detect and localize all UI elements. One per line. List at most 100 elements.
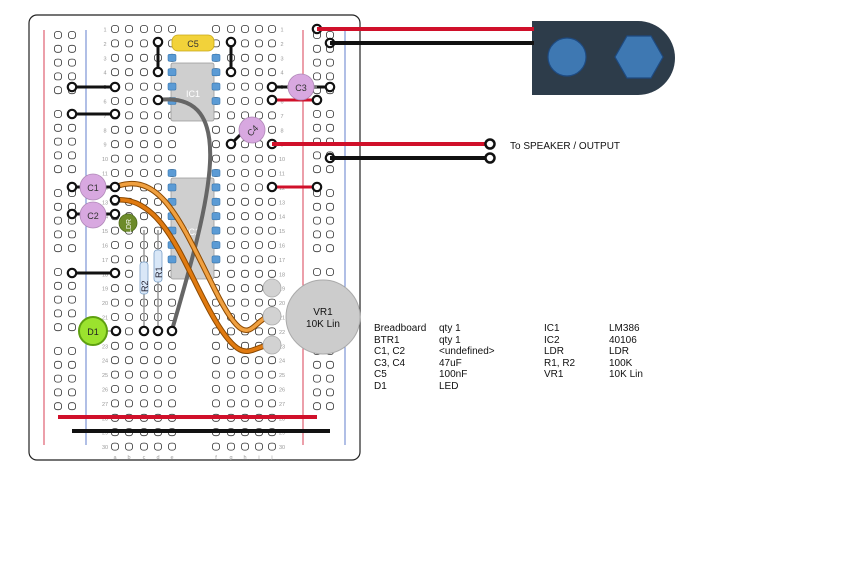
breadboard-hole xyxy=(140,140,148,149)
c1-label: C1 xyxy=(87,183,99,193)
rail-hole xyxy=(326,189,334,197)
pin-ring xyxy=(109,181,121,193)
breadboard-hole xyxy=(255,255,263,264)
breadboard-hole xyxy=(140,125,148,134)
breadboard-hole xyxy=(111,53,119,62)
bom-cell: C3, C4 xyxy=(374,357,406,369)
breadboard-hole xyxy=(125,370,133,379)
vr1-body xyxy=(285,279,361,355)
breadboard-hole xyxy=(125,68,133,77)
row-number: 4 xyxy=(103,71,106,77)
rail-hole xyxy=(54,323,62,332)
breadboard-hole xyxy=(227,284,235,293)
output-lead-end xyxy=(484,152,496,164)
breadboard-hole xyxy=(125,341,133,350)
breadboard-hole xyxy=(168,25,176,33)
rail-hole xyxy=(54,216,62,225)
breadboard-hole xyxy=(140,385,148,393)
breadboard-hole xyxy=(241,385,249,393)
row-number: 28 xyxy=(102,416,108,422)
rail-hole xyxy=(68,165,76,174)
pin-ring xyxy=(109,267,121,279)
breadboard-hole xyxy=(241,226,249,235)
breadboard-hole xyxy=(227,197,235,206)
row-number: 20 xyxy=(279,301,285,307)
breadboard-hole xyxy=(227,327,235,336)
breadboard-hole xyxy=(140,97,148,105)
breadboard-hole xyxy=(111,97,119,105)
breadboard-hole xyxy=(268,255,276,264)
rail-hole xyxy=(313,230,321,239)
breadboard-hole xyxy=(227,111,235,120)
rail-hole xyxy=(313,44,321,53)
column-letter: a xyxy=(113,455,117,461)
breadboard-hole xyxy=(255,197,263,206)
rail-hole xyxy=(313,58,321,67)
rail-hole xyxy=(54,72,62,81)
pin-ring xyxy=(66,108,78,120)
rail-hole xyxy=(68,323,76,332)
vr1-pin xyxy=(262,335,282,355)
rail-hole xyxy=(54,268,62,276)
rail-hole xyxy=(68,347,76,355)
rail-hole xyxy=(326,31,334,39)
wire-orange xyxy=(113,181,274,332)
breadboard-hole xyxy=(154,197,162,206)
bom-cell: C5 xyxy=(374,369,387,380)
breadboard-hole xyxy=(268,68,276,77)
column-letter: h xyxy=(243,455,246,461)
row-number: 21 xyxy=(102,316,108,322)
breadboard-hole xyxy=(255,25,263,33)
breadboard-hole xyxy=(125,154,133,163)
row-number: 22 xyxy=(279,330,285,336)
breadboard-hole xyxy=(154,25,162,33)
column-letter: j xyxy=(270,455,272,461)
bom-cell: Breadboard xyxy=(374,323,427,334)
row-number: 30 xyxy=(279,445,285,451)
breadboard-hole xyxy=(111,341,119,350)
ic-pin xyxy=(167,53,177,62)
column-letter: c xyxy=(143,455,146,461)
row-number: 21 xyxy=(279,316,285,322)
row-number: 19 xyxy=(102,287,108,293)
rail-hole xyxy=(313,165,321,174)
breadboard-hole xyxy=(241,82,249,91)
breadboard-hole xyxy=(241,183,249,192)
ldr-label: LDR xyxy=(126,219,133,233)
rail-hole xyxy=(54,230,62,239)
r2-body xyxy=(139,261,149,295)
vr1-pin xyxy=(262,306,282,326)
breadboard-hole xyxy=(255,298,263,307)
breadboard-hole xyxy=(227,370,235,379)
row-number: 8 xyxy=(280,128,283,134)
breadboard-hole xyxy=(227,255,235,264)
row-number: 6 xyxy=(280,100,283,106)
row-number: 30 xyxy=(102,445,108,451)
breadboard-hole xyxy=(111,125,119,134)
breadboard-hole xyxy=(268,169,276,177)
bom-cell: 47uF xyxy=(439,357,462,369)
pin-ring xyxy=(311,181,323,193)
breadboard-hole xyxy=(140,356,148,365)
bom-cell: LDR xyxy=(544,346,565,357)
row-number: 28 xyxy=(279,416,285,422)
rail-hole xyxy=(54,281,62,290)
pin-ring xyxy=(66,208,78,220)
breadboard-hole xyxy=(212,154,220,163)
rail-hole xyxy=(54,31,62,39)
breadboard-hole xyxy=(255,327,263,336)
row-number: 29 xyxy=(102,431,108,437)
breadboard-hole xyxy=(140,53,148,62)
breadboard-hole xyxy=(268,154,276,163)
ic-pin xyxy=(211,97,221,105)
breadboard-hole xyxy=(268,298,276,307)
breadboard-hole xyxy=(255,39,263,48)
rail-hole xyxy=(313,123,321,132)
breadboard-hole xyxy=(255,356,263,365)
pin-ring xyxy=(152,36,164,48)
breadboard-hole xyxy=(140,399,148,408)
breadboard-hole xyxy=(241,53,249,62)
rail-hole xyxy=(326,402,334,411)
